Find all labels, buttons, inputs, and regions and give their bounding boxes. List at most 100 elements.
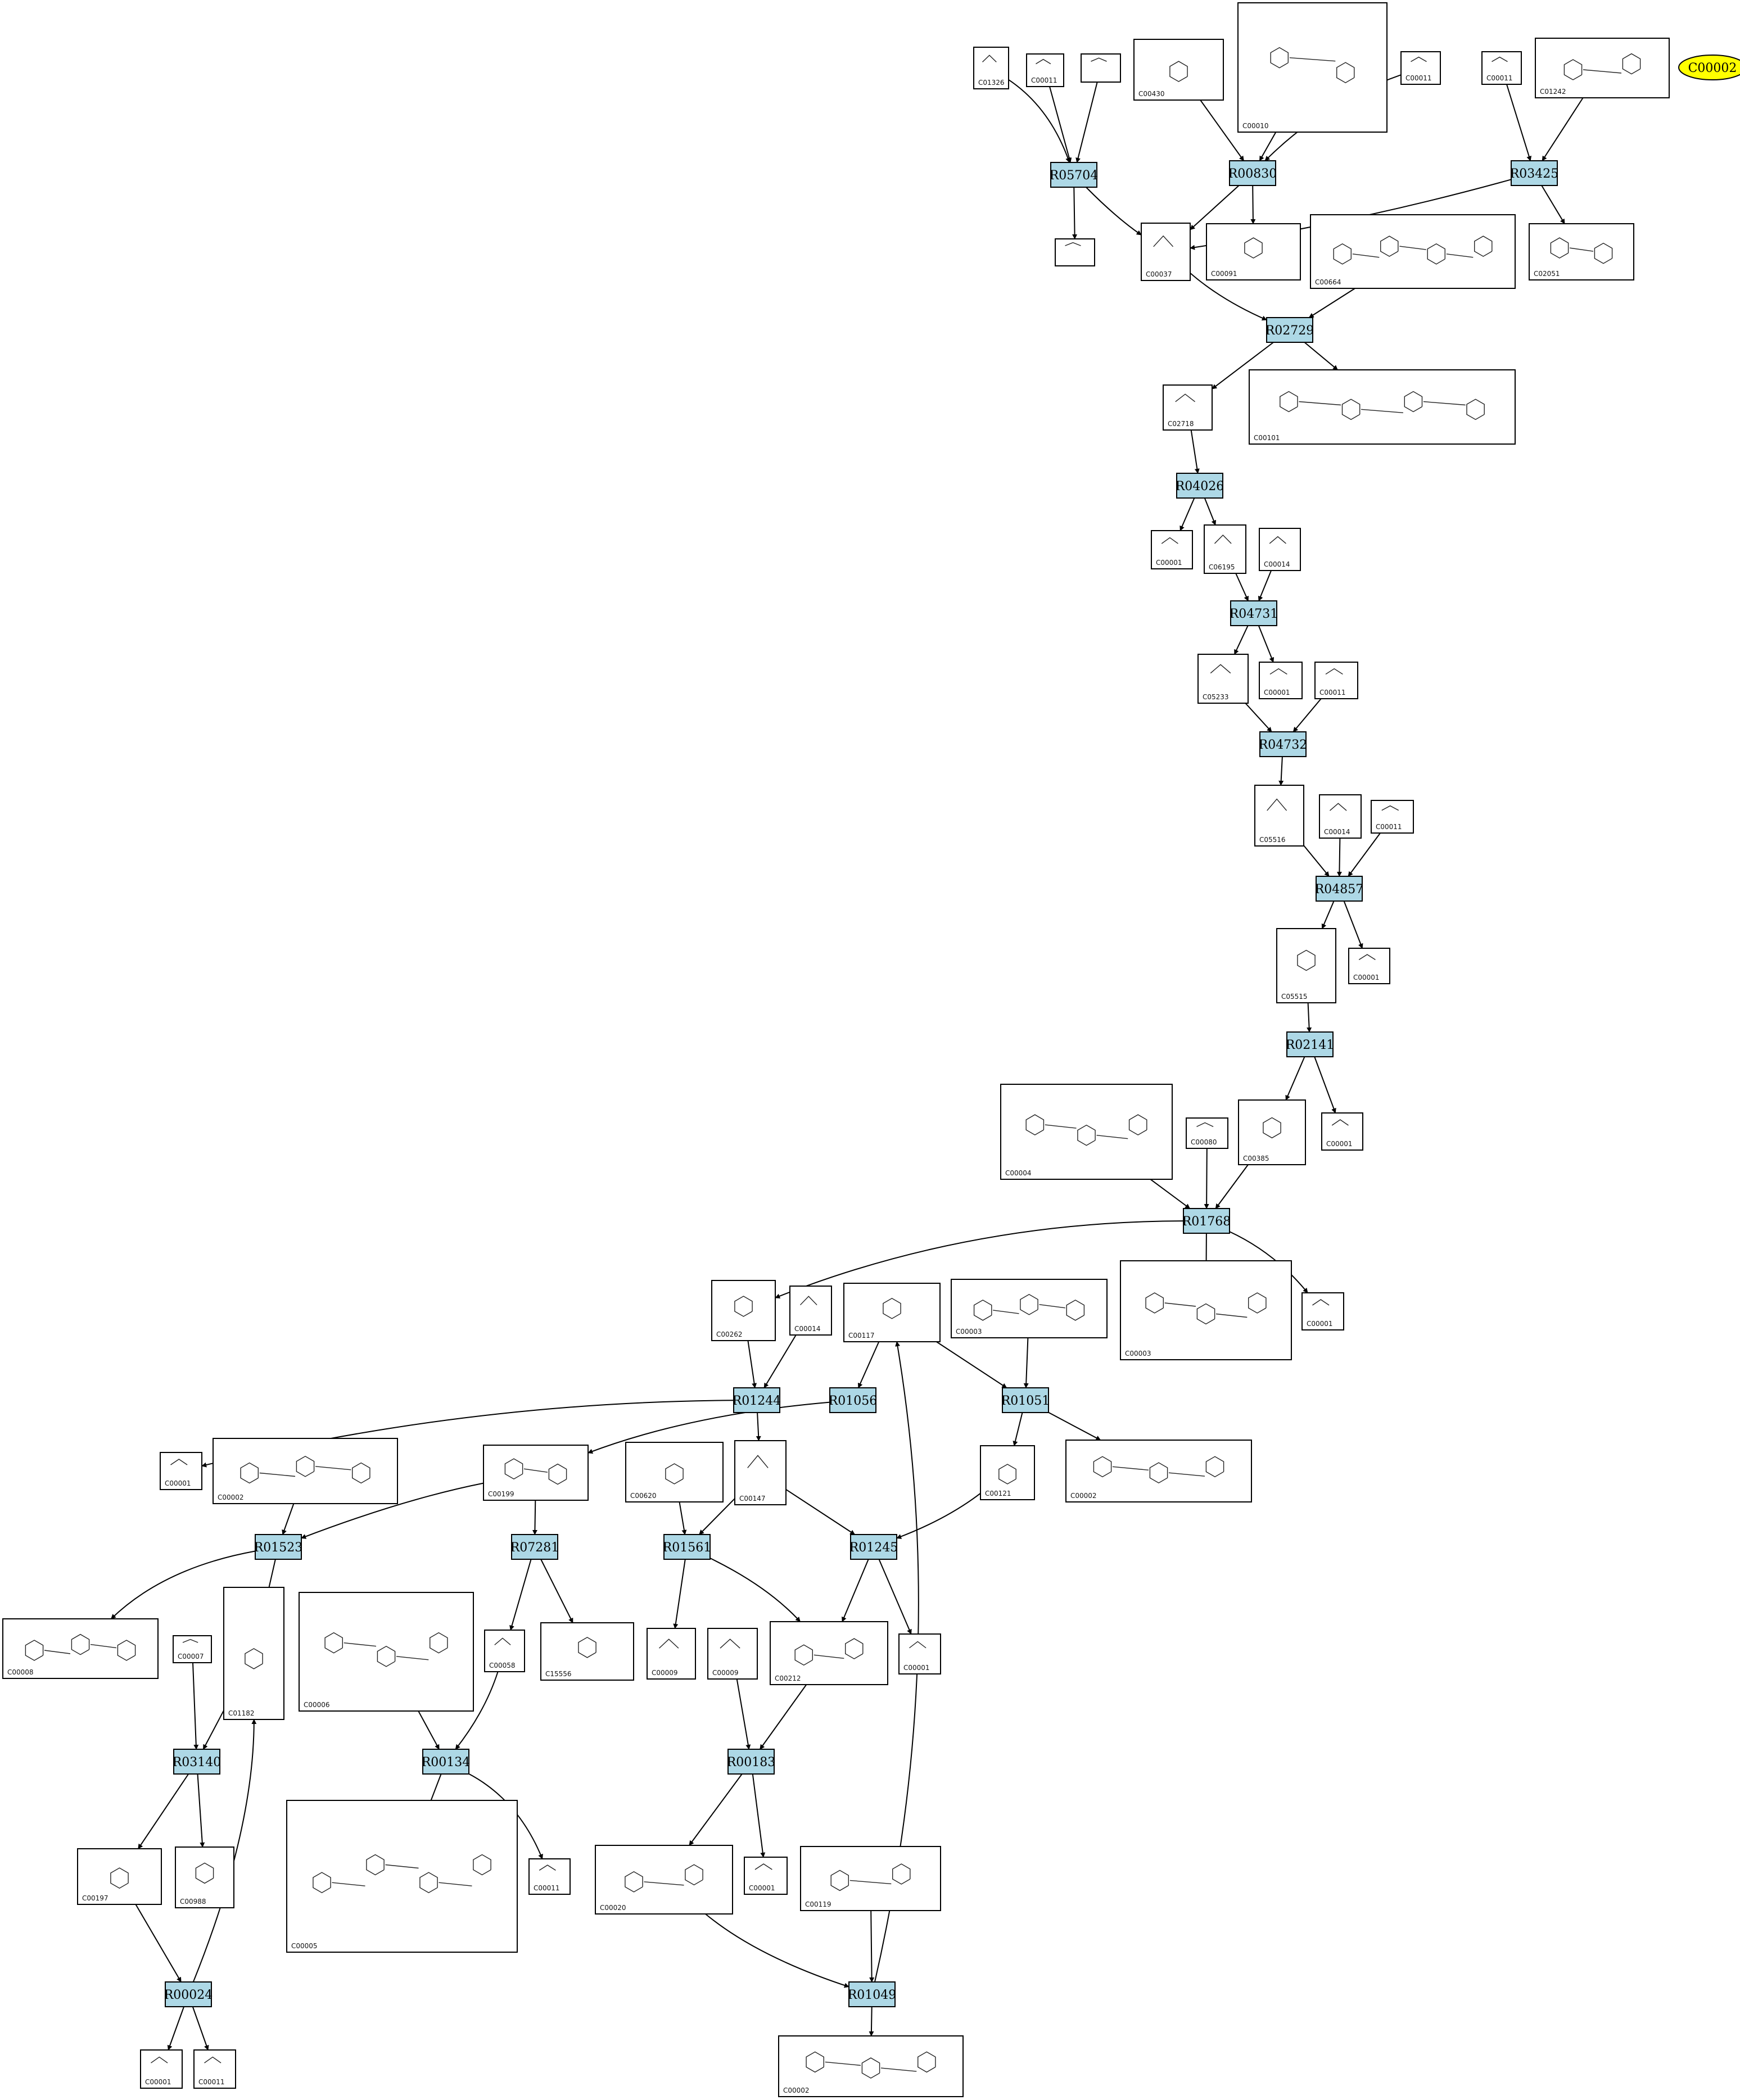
compound-node[interactable]: C00011 bbox=[1314, 662, 1358, 699]
reaction-node[interactable]: R07281 bbox=[510, 1534, 559, 1560]
compound-node[interactable]: C00001 bbox=[1259, 662, 1303, 699]
compound-node[interactable]: C00006 bbox=[299, 1592, 474, 1712]
compound-node[interactable]: C00091 bbox=[1206, 223, 1301, 280]
reaction-node[interactable]: R03425 bbox=[1510, 160, 1559, 186]
reaction-node[interactable]: R00830 bbox=[1228, 160, 1277, 186]
compound-node[interactable]: C00001 bbox=[744, 1857, 788, 1895]
compound-node[interactable]: C00001 bbox=[140, 2049, 183, 2089]
compound-node[interactable]: C00037 bbox=[1141, 223, 1191, 281]
reaction-edge bbox=[1149, 1178, 1191, 1209]
reaction-node[interactable]: R01056 bbox=[829, 1387, 878, 1413]
compound-id: C00001 bbox=[1353, 974, 1380, 981]
compound-node[interactable]: C00117 bbox=[843, 1283, 941, 1342]
reaction-node[interactable]: R01561 bbox=[663, 1534, 712, 1560]
compound-node[interactable]: C00005 bbox=[286, 1800, 518, 1953]
compound-node[interactable]: C00001 bbox=[898, 1633, 941, 1674]
compound-node[interactable]: C00620 bbox=[625, 1442, 724, 1502]
reaction-node[interactable]: R01051 bbox=[1001, 1387, 1050, 1413]
compound-node[interactable]: C00001 bbox=[1348, 948, 1390, 984]
compound-node[interactable]: C02718 bbox=[1163, 384, 1213, 431]
reaction-node[interactable]: R01049 bbox=[848, 1981, 897, 2007]
compound-node[interactable]: C00007 bbox=[173, 1635, 212, 1663]
reaction-node[interactable]: R03140 bbox=[173, 1749, 222, 1775]
compound-node[interactable] bbox=[1081, 53, 1121, 83]
compound-node[interactable]: C00010 bbox=[1237, 2, 1388, 133]
reaction-node[interactable]: R01245 bbox=[849, 1534, 898, 1560]
compound-node[interactable]: C00011 bbox=[1371, 800, 1414, 834]
compound-node[interactable]: C00058 bbox=[484, 1630, 525, 1672]
compound-node[interactable]: C05233 bbox=[1197, 654, 1249, 704]
molecule-sketch bbox=[625, 1864, 703, 1893]
compound-node[interactable]: C00003 bbox=[1120, 1260, 1292, 1360]
reaction-edge bbox=[1245, 703, 1272, 732]
reaction-edge bbox=[699, 1498, 735, 1535]
compound-node[interactable]: C05515 bbox=[1276, 928, 1336, 1003]
compound-node[interactable]: C01242 bbox=[1535, 38, 1670, 98]
compound-node[interactable]: C00001 bbox=[1321, 1112, 1363, 1151]
reaction-node[interactable]: R01768 bbox=[1182, 1208, 1231, 1234]
compound-node[interactable]: C00385 bbox=[1238, 1099, 1306, 1165]
reaction-node[interactable]: R05704 bbox=[1050, 162, 1099, 188]
compound-node[interactable]: C01182 bbox=[223, 1587, 284, 1720]
reaction-node[interactable]: R00134 bbox=[422, 1749, 471, 1775]
compound-node[interactable]: C00014 bbox=[1259, 528, 1301, 571]
reaction-node[interactable]: R00183 bbox=[727, 1749, 776, 1775]
highlighted-compound[interactable]: C00002 bbox=[1678, 55, 1740, 80]
compound-node[interactable]: C00014 bbox=[789, 1286, 832, 1336]
compound-node[interactable]: C06195 bbox=[1204, 524, 1246, 574]
compound-node[interactable]: C00147 bbox=[734, 1440, 787, 1505]
compound-id: C00037 bbox=[1146, 270, 1172, 278]
compound-node[interactable]: C00199 bbox=[483, 1445, 589, 1501]
compound-node[interactable]: C00011 bbox=[1481, 51, 1522, 85]
compound-node[interactable]: C00020 bbox=[595, 1845, 733, 1915]
compound-node[interactable]: C00001 bbox=[1301, 1292, 1344, 1330]
compound-id: C01242 bbox=[1540, 88, 1566, 96]
compound-node[interactable]: C00430 bbox=[1133, 39, 1224, 101]
compound-node[interactable]: C00001 bbox=[160, 1452, 202, 1490]
compound-node[interactable]: C00014 bbox=[1319, 794, 1362, 839]
reaction-node[interactable]: R01244 bbox=[733, 1387, 781, 1413]
compound-node[interactable]: C00002 bbox=[778, 2035, 964, 2097]
compound-node[interactable]: C00004 bbox=[1000, 1084, 1173, 1180]
compound-node[interactable]: C00080 bbox=[1186, 1117, 1228, 1149]
compound-node[interactable]: C00101 bbox=[1249, 369, 1516, 445]
compound-id: C00011 bbox=[198, 2078, 225, 2086]
compound-node[interactable]: C00002 bbox=[1065, 1440, 1252, 1502]
reaction-node[interactable]: R00024 bbox=[164, 1981, 213, 2007]
reaction-node[interactable]: R01523 bbox=[254, 1534, 303, 1560]
reaction-box bbox=[848, 1981, 896, 2007]
compound-node[interactable]: C00008 bbox=[2, 1618, 159, 1679]
compound-node[interactable] bbox=[1055, 238, 1095, 266]
compound-node[interactable]: C00011 bbox=[1400, 51, 1441, 85]
compound-node[interactable]: C00011 bbox=[193, 2049, 236, 2089]
compound-node[interactable]: C01326 bbox=[973, 47, 1009, 89]
reaction-node[interactable]: R04857 bbox=[1315, 876, 1364, 902]
molecule-sketch bbox=[1210, 664, 1231, 674]
compound-node[interactable]: C00002 bbox=[213, 1438, 398, 1504]
compound-box bbox=[1249, 369, 1516, 445]
compound-node[interactable]: C00664 bbox=[1310, 214, 1516, 289]
compound-node[interactable]: C00988 bbox=[175, 1846, 234, 1908]
reaction-id: R01244 bbox=[733, 1394, 781, 1408]
compound-node[interactable]: C00119 bbox=[800, 1846, 941, 1911]
compound-node[interactable]: C00009 bbox=[647, 1628, 696, 1680]
compound-node[interactable]: C00262 bbox=[711, 1280, 776, 1341]
compound-node[interactable]: C00011 bbox=[528, 1858, 571, 1895]
reaction-node[interactable]: R04026 bbox=[1176, 473, 1224, 499]
reaction-node[interactable]: R02141 bbox=[1286, 1031, 1335, 1057]
compound-node[interactable]: C00009 bbox=[707, 1628, 758, 1680]
molecule-sketch bbox=[578, 1637, 596, 1658]
reaction-node[interactable]: R04731 bbox=[1230, 600, 1278, 626]
reaction-node[interactable]: R02729 bbox=[1266, 317, 1314, 343]
compound-node[interactable]: C15556 bbox=[540, 1622, 634, 1681]
reaction-node[interactable]: R04732 bbox=[1259, 731, 1308, 757]
compound-node[interactable]: C00011 bbox=[1026, 53, 1064, 87]
compound-node[interactable]: C00121 bbox=[980, 1445, 1035, 1500]
compound-node[interactable]: C00197 bbox=[77, 1848, 162, 1905]
compound-node[interactable]: C00212 bbox=[770, 1621, 888, 1685]
compound-node[interactable]: C00001 bbox=[1151, 530, 1193, 569]
compound-box bbox=[173, 1635, 212, 1663]
compound-node[interactable]: C00003 bbox=[951, 1279, 1108, 1338]
compound-node[interactable]: C05516 bbox=[1254, 785, 1304, 847]
compound-node[interactable]: C02051 bbox=[1529, 223, 1634, 280]
